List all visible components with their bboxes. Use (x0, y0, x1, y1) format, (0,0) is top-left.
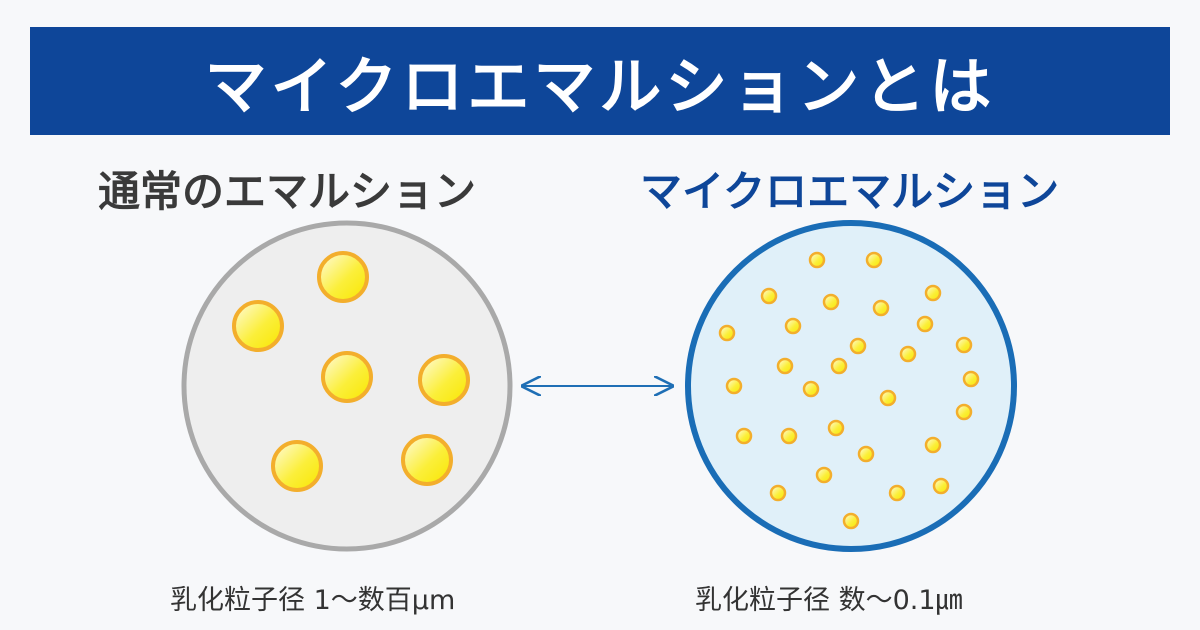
small-droplet (879, 389, 897, 407)
microemulsion-caption: 乳化粒子径 数〜0.1㎛ (695, 585, 963, 616)
small-droplet (899, 345, 917, 363)
page-title: マイクロエマルションとは (204, 50, 996, 123)
small-droplet (857, 445, 875, 463)
microemulsion-heading: マイクロエマルション (640, 167, 1060, 216)
small-droplet (924, 284, 942, 302)
normal-emulsion-heading: 通常のエマルション (98, 167, 477, 216)
small-droplet (815, 466, 833, 484)
normal-emulsion-caption: 乳化粒子径 1〜数百μm (170, 585, 456, 616)
small-droplet (776, 357, 794, 375)
small-droplet (769, 484, 787, 502)
small-droplet (830, 357, 848, 375)
large-droplet (271, 440, 323, 492)
small-droplet (780, 427, 798, 445)
title-banner: マイクロエマルションとは (30, 27, 1170, 135)
small-droplet (718, 324, 736, 342)
small-droplet (916, 315, 934, 333)
small-droplet (888, 484, 906, 502)
small-droplet (955, 403, 973, 421)
small-droplet (725, 377, 743, 395)
small-droplet (827, 419, 845, 437)
small-droplet (808, 251, 826, 269)
small-droplet (735, 427, 753, 445)
large-droplet (418, 354, 470, 406)
small-droplet (962, 370, 980, 388)
small-droplet (865, 251, 883, 269)
small-droplet (924, 436, 942, 454)
large-droplet (401, 434, 453, 486)
small-droplet (784, 317, 802, 335)
small-droplet (760, 287, 778, 305)
small-droplet (842, 512, 860, 530)
small-droplet (932, 477, 950, 495)
small-droplet (849, 337, 867, 355)
small-droplet (955, 336, 973, 354)
small-droplet (822, 293, 840, 311)
large-droplet (317, 251, 369, 303)
microemulsion-circle (685, 220, 1017, 552)
small-droplet (802, 380, 820, 398)
large-droplet (232, 300, 284, 352)
small-droplet (872, 299, 890, 317)
large-droplet (321, 351, 373, 403)
